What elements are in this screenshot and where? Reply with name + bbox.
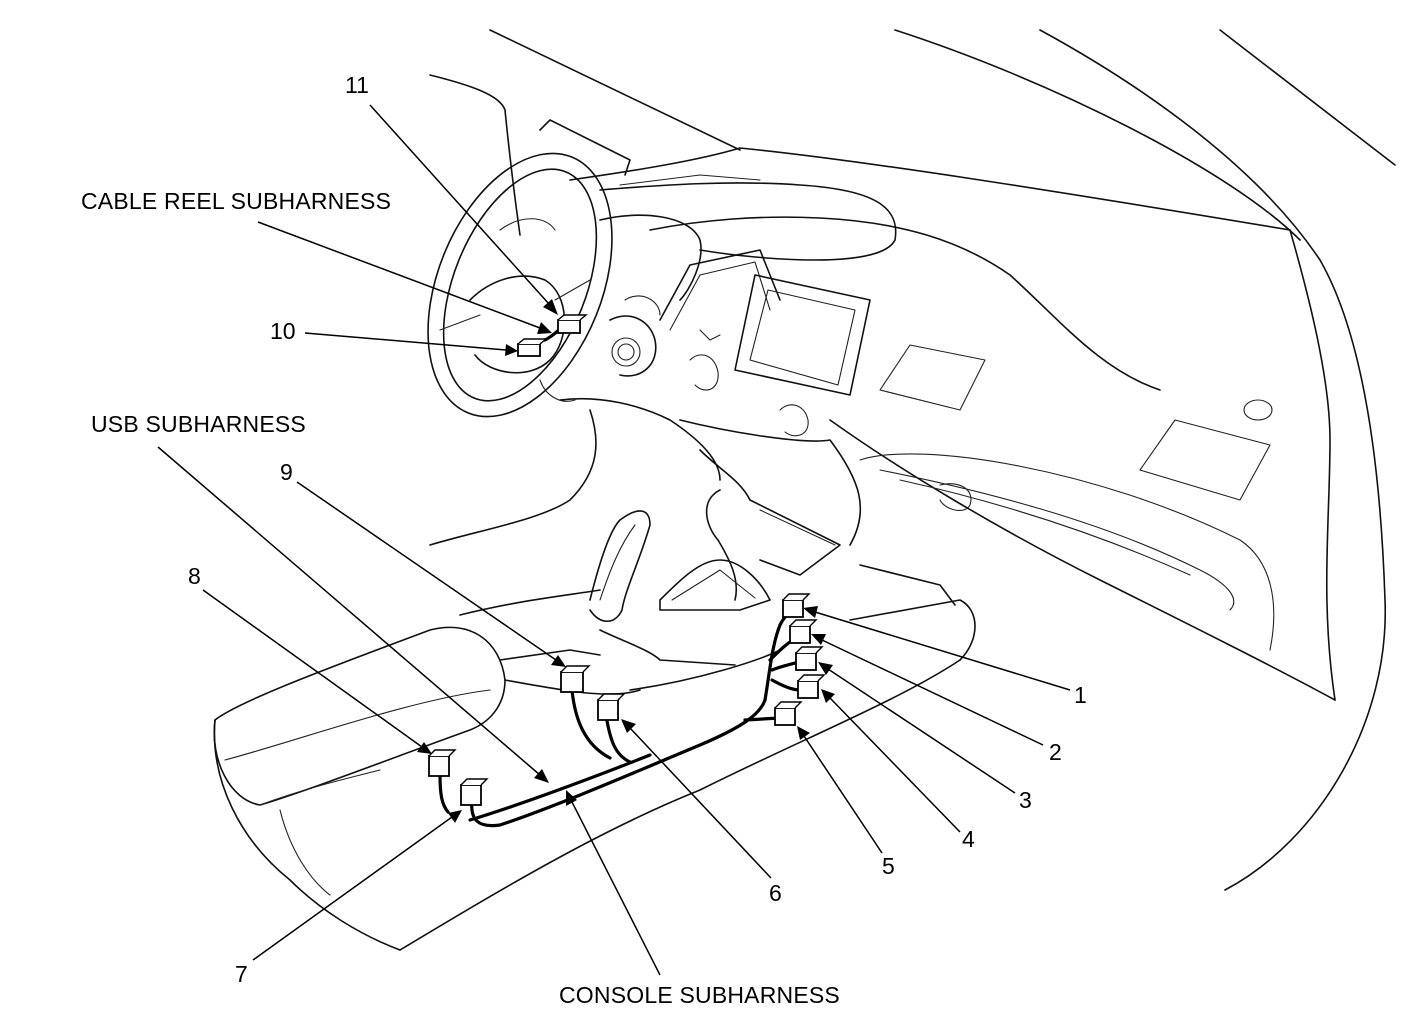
connector-11 bbox=[557, 314, 588, 334]
console-subharness-label: CONSOLE SUBHARNESS bbox=[559, 982, 840, 1008]
cable-reel-subharness-label: CABLE REEL SUBHARNESS bbox=[81, 188, 392, 214]
windshield-outline bbox=[489, 29, 1396, 891]
connector-8 bbox=[428, 749, 457, 777]
callout-9: 9 bbox=[280, 459, 293, 485]
dashboard-body bbox=[213, 74, 1336, 951]
callout-3: 3 bbox=[1019, 787, 1032, 813]
connector-9 bbox=[560, 665, 591, 693]
connectors bbox=[428, 314, 826, 806]
connector-2 bbox=[789, 619, 818, 644]
callout-7: 7 bbox=[235, 961, 248, 987]
callout-5: 5 bbox=[882, 853, 895, 879]
callout-10: 10 bbox=[270, 318, 296, 344]
callout-1: 1 bbox=[1074, 682, 1087, 708]
callout-6: 6 bbox=[769, 880, 782, 906]
connector-3 bbox=[795, 646, 824, 671]
callout-8: 8 bbox=[188, 563, 201, 589]
callout-4: 4 bbox=[962, 826, 975, 852]
connector-10 bbox=[517, 338, 548, 357]
callout-2: 2 bbox=[1049, 739, 1062, 765]
connector-6 bbox=[597, 693, 626, 721]
connector-4 bbox=[797, 674, 826, 699]
connector-5 bbox=[774, 701, 803, 726]
connector-1 bbox=[782, 593, 811, 618]
callout-11: 11 bbox=[345, 72, 369, 98]
usb-subharness-label: USB SUBHARNESS bbox=[91, 411, 306, 437]
leader-lines bbox=[157, 104, 1071, 976]
connector-7 bbox=[460, 778, 489, 806]
